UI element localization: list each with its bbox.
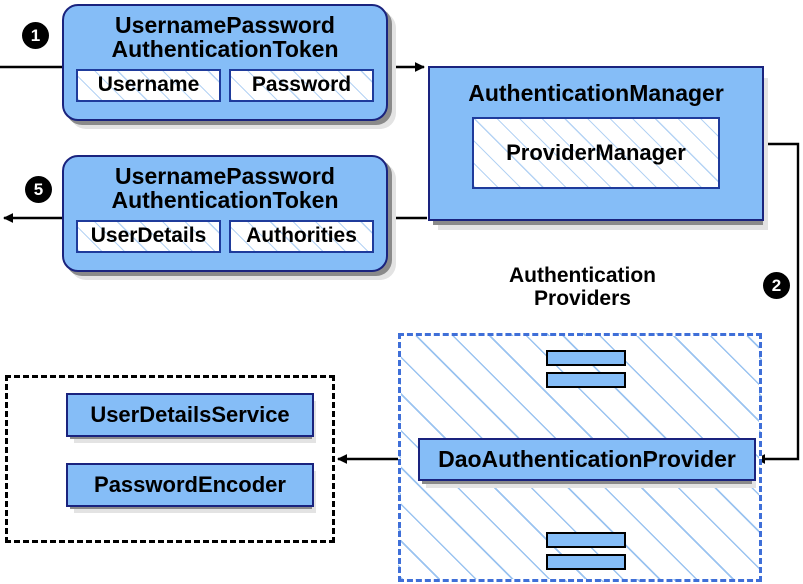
userdetailsservice-label: UserDetailsService [90,402,290,427]
provider-manager-box[interactable]: ProviderManager [472,117,720,190]
provider-slot-placeholder-1 [546,350,626,366]
step-badge-2: 2 [763,272,790,299]
response-token-fields: UserDetails Authorities [76,219,374,253]
passwordencoder-label: PasswordEncoder [94,472,286,497]
field-password[interactable]: Password [229,68,374,102]
request-token-title-line1: UsernamePassword [115,12,335,38]
field-userdetails[interactable]: UserDetails [76,219,221,253]
provider-slot-placeholder-4 [546,554,626,570]
field-username[interactable]: Username [76,68,221,102]
field-authorities[interactable]: Authorities [229,219,374,253]
providers-title-line2: Providers [534,286,631,310]
response-token-title: UsernamePassword AuthenticationToken [111,164,338,213]
response-token-box[interactable]: UsernamePassword AuthenticationToken Use… [62,155,388,272]
response-token-title-line2: AuthenticationToken [111,187,339,214]
request-token-title: UsernamePassword AuthenticationToken [111,13,338,62]
provider-slot-placeholder-3 [546,532,626,548]
userdetailsservice-box[interactable]: UserDetailsService [66,393,314,437]
step-badge-1: 1 [22,22,49,49]
authentication-manager-box[interactable]: AuthenticationManager ProviderManager [428,66,764,221]
provider-slot-placeholder-2 [546,372,626,388]
providers-title-line1: Authentication [509,264,656,287]
request-token-box[interactable]: UsernamePassword AuthenticationToken Use… [62,4,388,121]
response-token-title-line1: UsernamePassword [115,163,335,189]
dao-authentication-provider-box[interactable]: DaoAuthenticationProvider [418,438,756,481]
passwordencoder-box[interactable]: PasswordEncoder [66,463,314,507]
authentication-manager-title: AuthenticationManager [468,80,724,106]
dao-authentication-provider-label: DaoAuthenticationProvider [438,446,736,472]
providers-region-title: Authentication Providers [465,264,700,310]
request-token-title-line2: AuthenticationToken [111,36,339,63]
request-token-fields: Username Password [76,68,374,102]
step-badge-5: 5 [25,176,52,203]
